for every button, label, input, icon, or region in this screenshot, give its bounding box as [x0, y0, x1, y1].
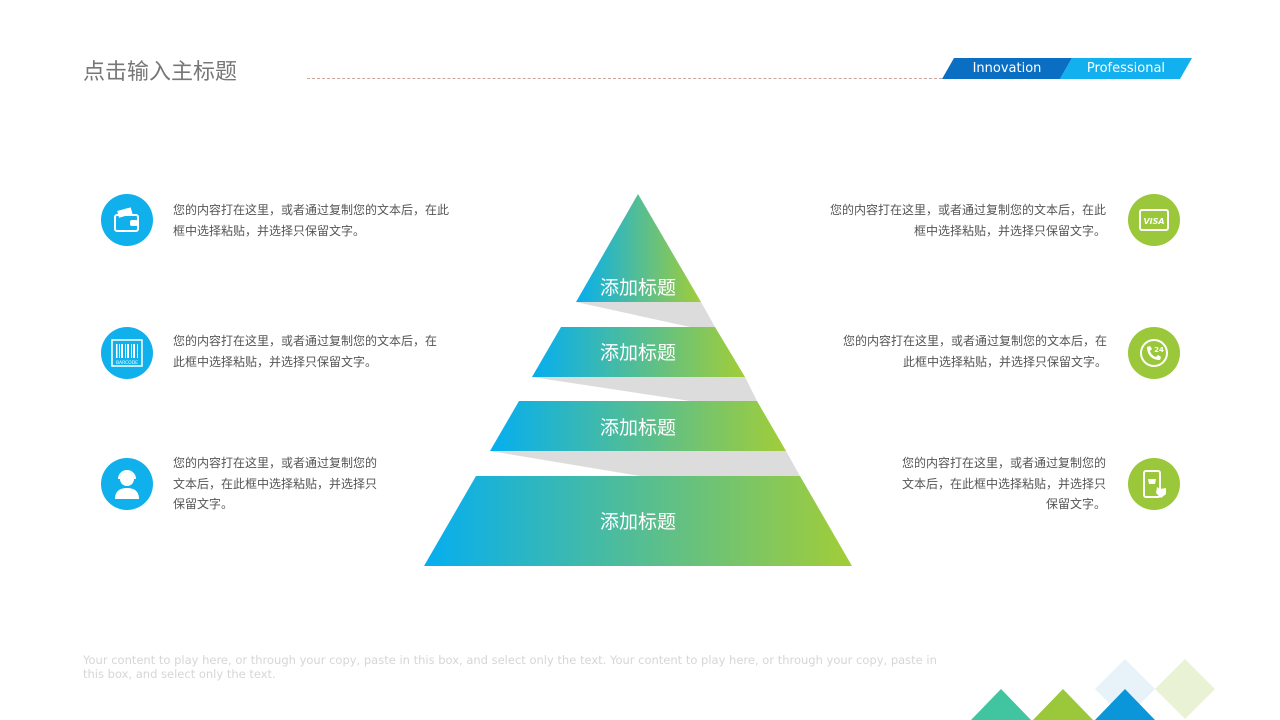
tag-professional: Professional — [1060, 58, 1192, 79]
left-item-2-text: 您的内容打在这里，或者通过复制您的文本后，在此框中选择粘贴，并选择只保留文字。 — [173, 334, 438, 369]
support-agent-icon — [101, 458, 153, 510]
pyramid-tier-3 — [490, 401, 786, 451]
page-title[interactable]: 点击输入主标题 — [83, 60, 238, 85]
left-item-1-text: 您的内容打在这里，或者通过复制您的文本后，在此框中选择粘贴，并选择只保留文字。 — [173, 203, 450, 238]
svg-text:BARCODE: BARCODE — [116, 360, 138, 366]
pyramid-tier-2 — [532, 327, 745, 377]
connector-shadow — [576, 302, 715, 327]
connector-shadow — [490, 451, 800, 476]
pyramid-tier-1 — [576, 194, 701, 302]
decor-triangle — [1095, 689, 1155, 720]
wallet-icon — [101, 194, 153, 246]
svg-text:24: 24 — [1154, 346, 1164, 354]
connector-shadow — [532, 377, 757, 401]
svg-text:VISA: VISA — [1143, 217, 1164, 226]
right-item-3-text: 您的内容打在这里，或者通过复制您的文本后，在此框中选择粘贴，并选择只保留文字。 — [901, 456, 1106, 511]
tag-innovation: Innovation — [942, 58, 1072, 79]
tier-label[interactable]: 添加标题 — [600, 277, 676, 299]
barcode-icon: BARCODE — [101, 327, 153, 379]
visa-card-icon: VISA — [1128, 194, 1180, 246]
title-divider — [307, 78, 947, 79]
left-item-3-text: 您的内容打在这里，或者通过复制您的文本后，在此框中选择粘贴，并选择只保留文字。 — [173, 456, 378, 511]
footer-text: Your content to play here, or through yo… — [83, 653, 937, 681]
tier-label[interactable]: 添加标题 — [600, 417, 676, 439]
pyramid-tier-4 — [424, 476, 852, 566]
right-item-1-text: 您的内容打在这里，或者通过复制您的文本后，在此框中选择粘贴，并选择只保留文字。 — [829, 203, 1106, 238]
phone-24-icon: 24 — [1128, 327, 1180, 379]
decor-triangle — [971, 689, 1031, 720]
tier-label[interactable]: 添加标题 — [600, 511, 676, 533]
decor-diamond — [1155, 659, 1215, 719]
tier-label[interactable]: 添加标题 — [600, 342, 676, 364]
right-item-2-text: 您的内容打在这里，或者通过复制您的文本后，在此框中选择粘贴，并选择只保留文字。 — [842, 334, 1107, 369]
decor-triangle — [1033, 689, 1093, 720]
mobile-shopping-icon — [1128, 458, 1180, 510]
